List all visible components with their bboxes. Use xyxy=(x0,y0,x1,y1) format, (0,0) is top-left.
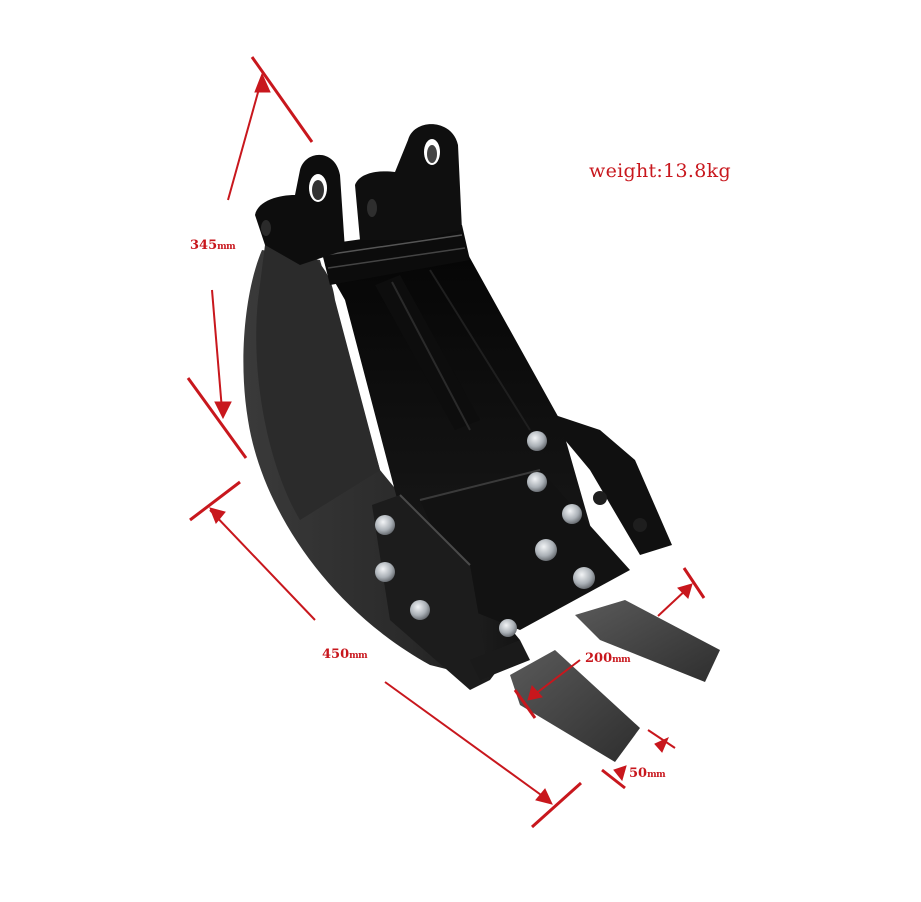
bolt-icon xyxy=(499,619,517,637)
right-side-plate xyxy=(540,410,672,555)
left-mounting-ear xyxy=(255,154,345,265)
height-value: 345 xyxy=(190,238,218,253)
bolts xyxy=(375,431,595,637)
left-tooth xyxy=(510,650,640,762)
length-value: 450 xyxy=(322,647,350,662)
bolt-icon xyxy=(535,539,557,561)
right-mounting-ear xyxy=(355,124,462,240)
height-unit: mm xyxy=(217,242,236,252)
height-dimension-label: 345mm xyxy=(190,238,236,253)
width-value: 200 xyxy=(585,651,613,666)
dimension-lines xyxy=(186,56,706,829)
bolt-icon xyxy=(375,515,395,535)
tooth-dimension-label: 50mm xyxy=(629,766,666,781)
left-side-plate xyxy=(372,494,490,690)
right-tooth xyxy=(575,600,720,682)
length-unit: mm xyxy=(349,651,368,661)
bolt-icon xyxy=(527,472,547,492)
bolt-icon xyxy=(410,600,430,620)
tooth-unit: mm xyxy=(647,770,666,780)
length-dimension-label: 450mm xyxy=(322,647,368,662)
tooth-value: 50 xyxy=(629,766,648,781)
bucket-teeth xyxy=(470,600,720,762)
bolt-icon xyxy=(573,567,595,589)
bolt-icon xyxy=(375,562,395,582)
width-dimension-label: 200mm xyxy=(585,651,631,666)
width-unit: mm xyxy=(612,655,631,665)
bolt-icon xyxy=(527,431,547,451)
pin-tube xyxy=(320,225,470,285)
weight-label: weight:13.8kg xyxy=(589,160,731,182)
bolt-icon xyxy=(562,504,582,524)
